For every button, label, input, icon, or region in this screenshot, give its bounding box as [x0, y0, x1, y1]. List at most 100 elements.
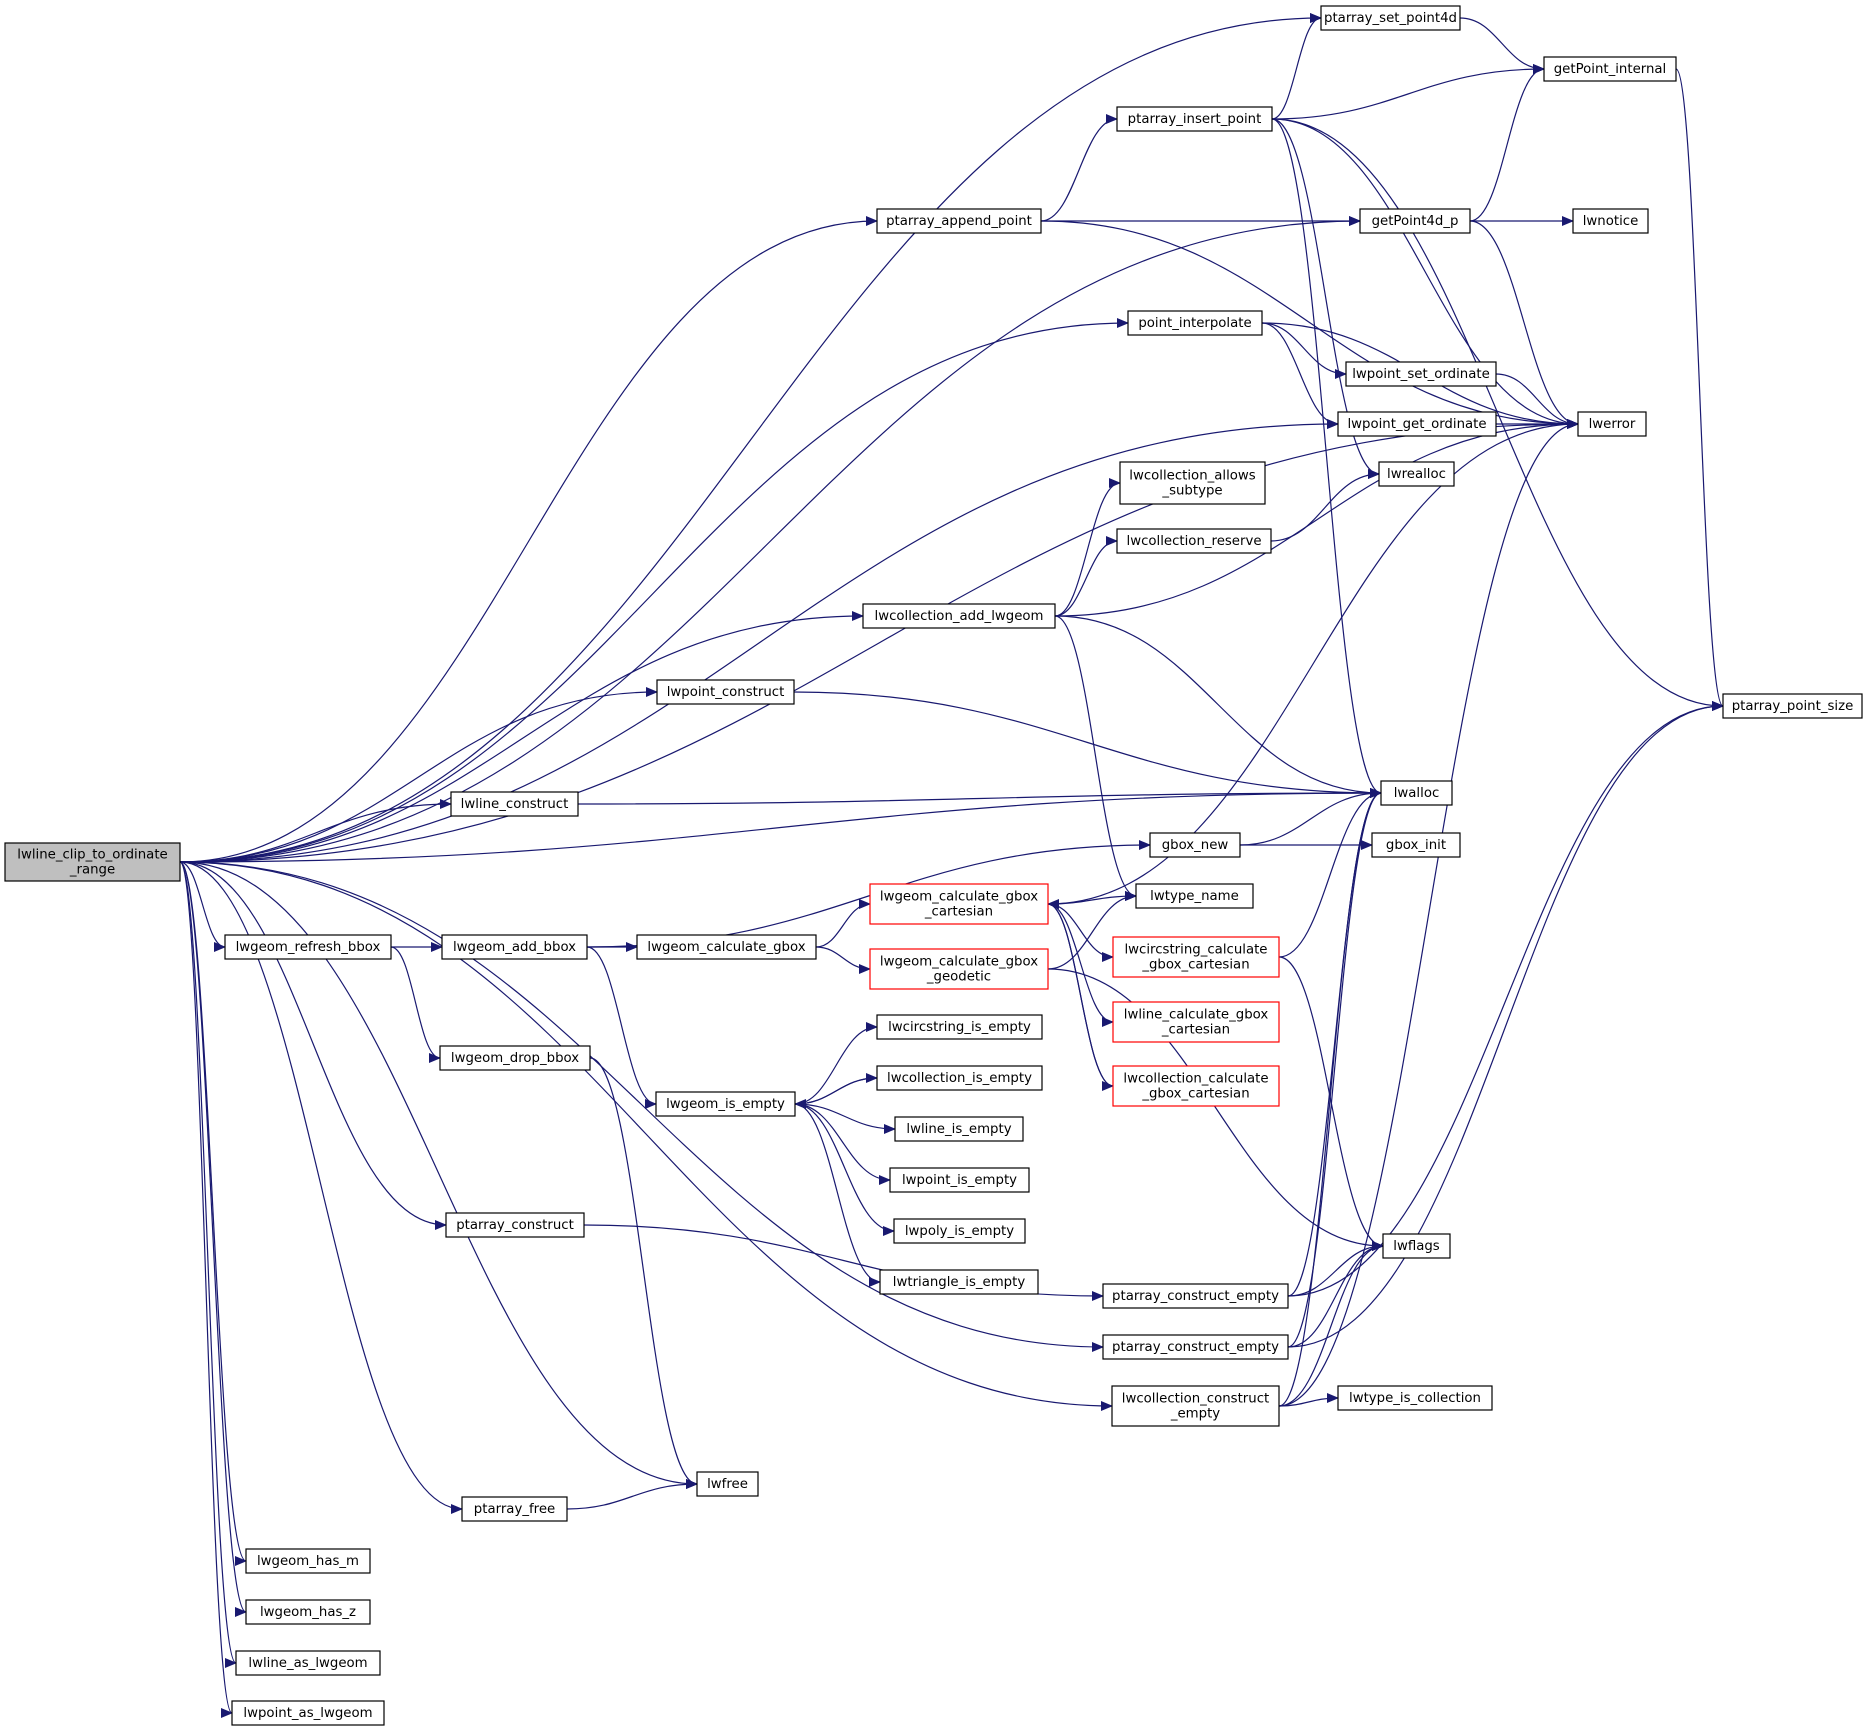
node-lwtriangle-is-empty[interactable]: lwtriangle_is_empty: [879, 1269, 1039, 1295]
node-ptarray-construct-empty-2[interactable]: ptarray_construct_empty: [1102, 1334, 1289, 1360]
node-getPoint4d-p[interactable]: getPoint4d_p: [1359, 208, 1471, 234]
node-label: ptarray_construct_empty: [1112, 1340, 1279, 1355]
node-lwfree[interactable]: lwfree: [696, 1471, 759, 1497]
node-lwgeom-add-bbox[interactable]: lwgeom_add_bbox: [441, 934, 588, 960]
node-ptarray-construct[interactable]: ptarray_construct: [445, 1212, 585, 1238]
node-lwgeom-calculate-gbox-cartesian[interactable]: lwgeom_calculate_gbox_cartesian: [869, 883, 1049, 925]
node-box: [656, 679, 795, 705]
edge-root-to-lwerror: [179, 419, 1579, 863]
node-getPoint-internal[interactable]: getPoint_internal: [1543, 56, 1677, 82]
node-lwnotice[interactable]: lwnotice: [1572, 208, 1649, 234]
node-lwpoint-as-lwgeom[interactable]: lwpoint_as_lwgeom: [231, 1700, 385, 1726]
node-lwflags[interactable]: lwflags: [1382, 1233, 1451, 1259]
node-ptarray-point-size[interactable]: ptarray_point_size: [1722, 693, 1863, 719]
node-lwcollection-construct-empty[interactable]: lwcollection_construct_empty: [1111, 1385, 1280, 1427]
node-lwline-is-empty[interactable]: lwline_is_empty: [894, 1116, 1024, 1142]
node-lwcollection-is-empty[interactable]: lwcollection_is_empty: [876, 1065, 1043, 1091]
edge-root-to-ptarray_construct: [179, 861, 447, 1230]
node-lwline-construct[interactable]: lwline_construct: [450, 791, 579, 817]
edge-root-to-ptarray_append_point: [179, 216, 878, 863]
edge-lwgeom_refresh_bbox-to-lwgeom_drop_bbox: [390, 946, 441, 1063]
node-ptarray-set-point4d[interactable]: ptarray_set_point4d: [1320, 5, 1461, 31]
node-ptarray-append-point[interactable]: ptarray_append_point: [876, 208, 1042, 234]
node-label: _cartesian: [924, 905, 993, 920]
node-lwtype-is-collection[interactable]: lwtype_is_collection: [1337, 1385, 1493, 1411]
node-label: lwpoint_is_empty: [902, 1173, 1017, 1188]
node-label: lwgeom_is_empty: [666, 1097, 785, 1112]
edge-gbox_new-to-lwalloc: [1239, 788, 1382, 846]
node-lwerror[interactable]: lwerror: [1577, 411, 1647, 437]
edge-lwcollection_construct_empty-to-lwalloc: [1278, 788, 1382, 1407]
node-lwcircstring-is-empty[interactable]: lwcircstring_is_empty: [876, 1014, 1043, 1040]
node-lwcollection-reserve[interactable]: lwcollection_reserve: [1116, 528, 1272, 554]
node-lwgeom-has-z[interactable]: lwgeom_has_z: [245, 1599, 371, 1625]
node-ptarray-free[interactable]: ptarray_free: [461, 1496, 568, 1522]
node-label: lwpoint_construct: [667, 685, 785, 700]
node-lwtype-name[interactable]: lwtype_name: [1135, 883, 1254, 909]
node-lwgeom-refresh-bbox[interactable]: lwgeom_refresh_bbox: [224, 934, 392, 960]
node-lwgeom-has-m[interactable]: lwgeom_has_m: [245, 1548, 371, 1574]
edge-lwgeom_calculate_gbox_cartesian-to-lwerror: [1047, 419, 1579, 905]
node-lwpoint-construct[interactable]: lwpoint_construct: [656, 679, 795, 705]
node-label: lwnotice: [1583, 214, 1639, 229]
node-label: lwcircstring_calculate: [1124, 943, 1267, 958]
node-label: lwpoly_is_empty: [905, 1224, 1014, 1239]
node-label: lwcircstring_is_empty: [888, 1020, 1031, 1035]
edge-lwgeom_is_empty-to-lwtriangle_is_empty: [794, 1103, 881, 1287]
node-lwgeom-is-empty[interactable]: lwgeom_is_empty: [655, 1091, 796, 1117]
node-box: [1111, 1385, 1280, 1427]
node-lwpoint-set-ordinate[interactable]: lwpoint_set_ordinate: [1345, 361, 1497, 387]
edge-ptarray_free-to-lwfree: [566, 1479, 698, 1510]
node-label: lwpoint_get_ordinate: [1347, 417, 1486, 432]
node-lwgeom-drop-bbox[interactable]: lwgeom_drop_bbox: [439, 1045, 591, 1071]
node-gbox-init[interactable]: gbox_init: [1371, 832, 1461, 858]
node-box: [1543, 56, 1677, 82]
node-lwgeom-calculate-gbox-geodetic[interactable]: lwgeom_calculate_gbox_geodetic: [869, 948, 1049, 990]
node-label: ptarray_insert_point: [1128, 112, 1262, 127]
node-box: [1577, 411, 1647, 437]
node-lwgeom-calculate-gbox[interactable]: lwgeom_calculate_gbox: [636, 934, 817, 960]
node-label: lwgeom_calculate_gbox: [647, 940, 805, 955]
node-box: [636, 934, 817, 960]
node-box: [1116, 106, 1273, 132]
node-box: [1112, 1065, 1280, 1107]
node-box: [1135, 883, 1254, 909]
node-root[interactable]: lwline_clip_to_ordinate_range: [4, 842, 181, 882]
node-lwcollection-add-lwgeom[interactable]: lwcollection_add_lwgeom: [862, 603, 1056, 629]
node-box: [876, 208, 1042, 234]
node-ptarray-insert-point[interactable]: ptarray_insert_point: [1116, 106, 1273, 132]
node-lwcollection-calculate-gbox-cartesian[interactable]: lwcollection_calculate_gbox_cartesian: [1112, 1065, 1280, 1107]
edge-lwgeom_calculate_gbox_cartesian-to-lwtype_name: [1047, 891, 1137, 905]
edge-lwcollection_add_lwgeom-to-lwcollection_reserve: [1054, 536, 1118, 617]
node-label: lwgeom_drop_bbox: [451, 1051, 579, 1066]
edge-lwcollection_construct_empty-to-lwerror: [1278, 419, 1579, 1407]
edge-lwpoint_set_ordinate-to-lwerror: [1495, 373, 1579, 429]
node-gbox-new[interactable]: gbox_new: [1149, 832, 1241, 858]
node-ptarray-construct-empty-1[interactable]: ptarray_construct_empty: [1102, 1283, 1289, 1309]
node-lwline-as-lwgeom[interactable]: lwline_as_lwgeom: [235, 1650, 381, 1676]
node-label: ptarray_free: [474, 1502, 555, 1517]
node-lwpoint-get-ordinate[interactable]: lwpoint_get_ordinate: [1337, 411, 1497, 437]
node-box: [224, 934, 392, 960]
node-lwcircstring-calculate-gbox-cartesian[interactable]: lwcircstring_calculate_gbox_cartesian: [1112, 936, 1280, 978]
node-box: [1116, 528, 1272, 554]
edge-point_interpolate-to-lwpoint_set_ordinate: [1261, 322, 1347, 379]
edge-root-to-ptarray_set_point4d: [179, 13, 1322, 863]
node-lwpoint-is-empty[interactable]: lwpoint_is_empty: [889, 1167, 1030, 1193]
node-label: lwcollection_calculate: [1123, 1072, 1268, 1087]
node-box: [1378, 461, 1455, 487]
node-lwcollection-allows-subtype[interactable]: lwcollection_allows_subtype: [1119, 461, 1266, 505]
node-lwline-calculate-gbox-cartesian[interactable]: lwline_calculate_gbox_cartesian: [1112, 1001, 1280, 1043]
edge-lwline_construct-to-lwalloc: [577, 788, 1382, 805]
node-box: [889, 1167, 1030, 1193]
node-box: [1572, 208, 1649, 234]
node-point-interpolate[interactable]: point_interpolate: [1127, 310, 1263, 336]
node-label: getPoint4d_p: [1372, 214, 1459, 229]
node-lwalloc[interactable]: lwalloc: [1380, 780, 1453, 806]
node-lwpoly-is-empty[interactable]: lwpoly_is_empty: [893, 1218, 1026, 1244]
node-label: lwrealloc: [1387, 467, 1446, 482]
node-box: [1382, 1233, 1451, 1259]
node-box: [1359, 208, 1471, 234]
node-lwrealloc[interactable]: lwrealloc: [1378, 461, 1455, 487]
